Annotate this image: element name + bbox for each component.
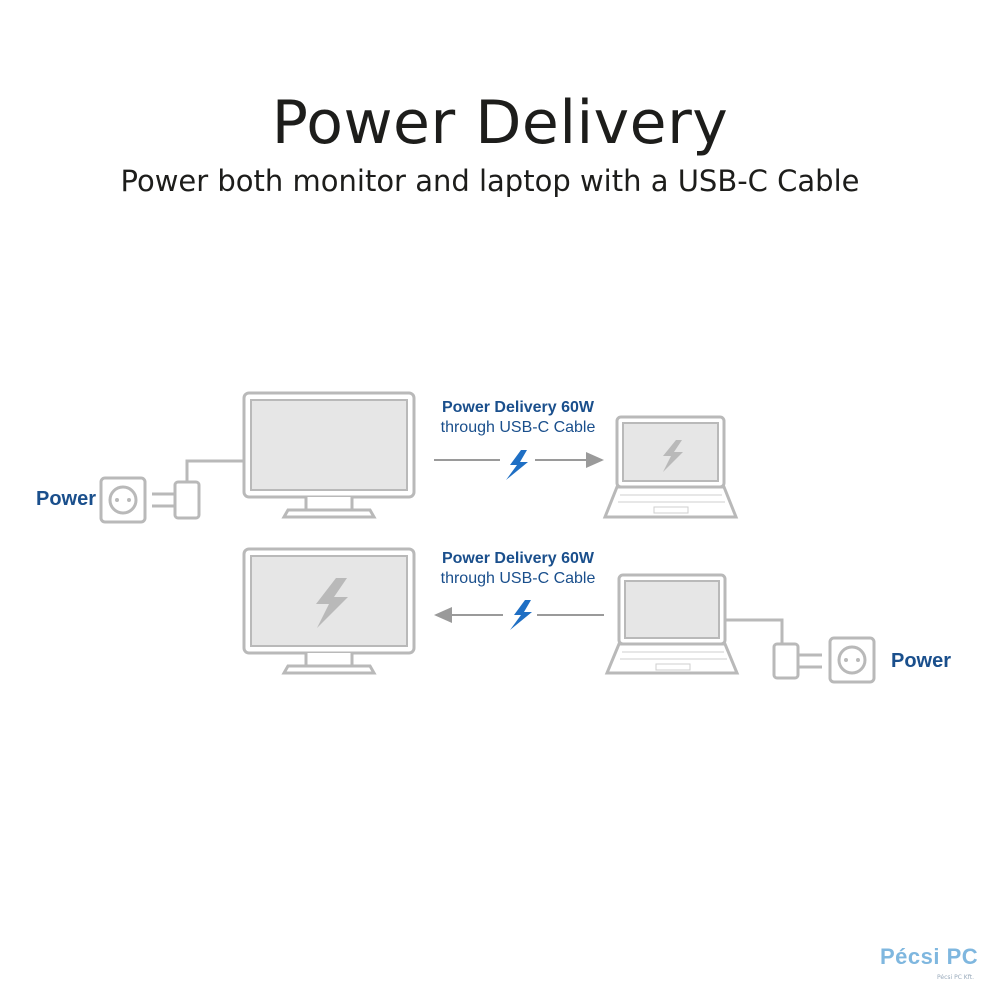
lightning-icon: [506, 450, 528, 480]
laptop-icon: [602, 415, 739, 519]
power-cable: [725, 618, 784, 644]
wall-socket-icon: [99, 476, 147, 524]
pd-subtitle: through USB-C Cable: [440, 419, 596, 436]
power-label-bottom: Power: [891, 650, 952, 672]
pd-title: Power Delivery 60W: [441, 399, 595, 416]
monitor-icon: [242, 547, 416, 675]
watermark-sub: Pécsi PC Kft.: [936, 974, 974, 981]
page-subtitle: Power both monitor and laptop with a USB…: [120, 164, 860, 198]
power-cable: [185, 459, 246, 482]
power-label-top: Power: [36, 488, 97, 510]
watermark-text: Pécsi PC: [880, 944, 979, 969]
laptop-icon: [604, 573, 740, 675]
pd-title: Power Delivery 60W: [441, 550, 595, 567]
pd-subtitle: through USB-C Cable: [440, 570, 596, 587]
watermark-logo: Pécsi PC Pécsi PC Kft.: [880, 944, 990, 984]
charger-icon: [152, 480, 201, 520]
wall-socket-icon: [828, 636, 876, 684]
charger-icon: [772, 642, 822, 680]
monitor-icon: [242, 391, 416, 519]
pd-label-top: Power Delivery 60W through USB-C Cable: [418, 398, 618, 438]
pd-label-bottom: Power Delivery 60W through USB-C Cable: [418, 549, 618, 589]
lightning-icon: [510, 600, 532, 630]
page-title: Power Delivery: [271, 88, 729, 158]
